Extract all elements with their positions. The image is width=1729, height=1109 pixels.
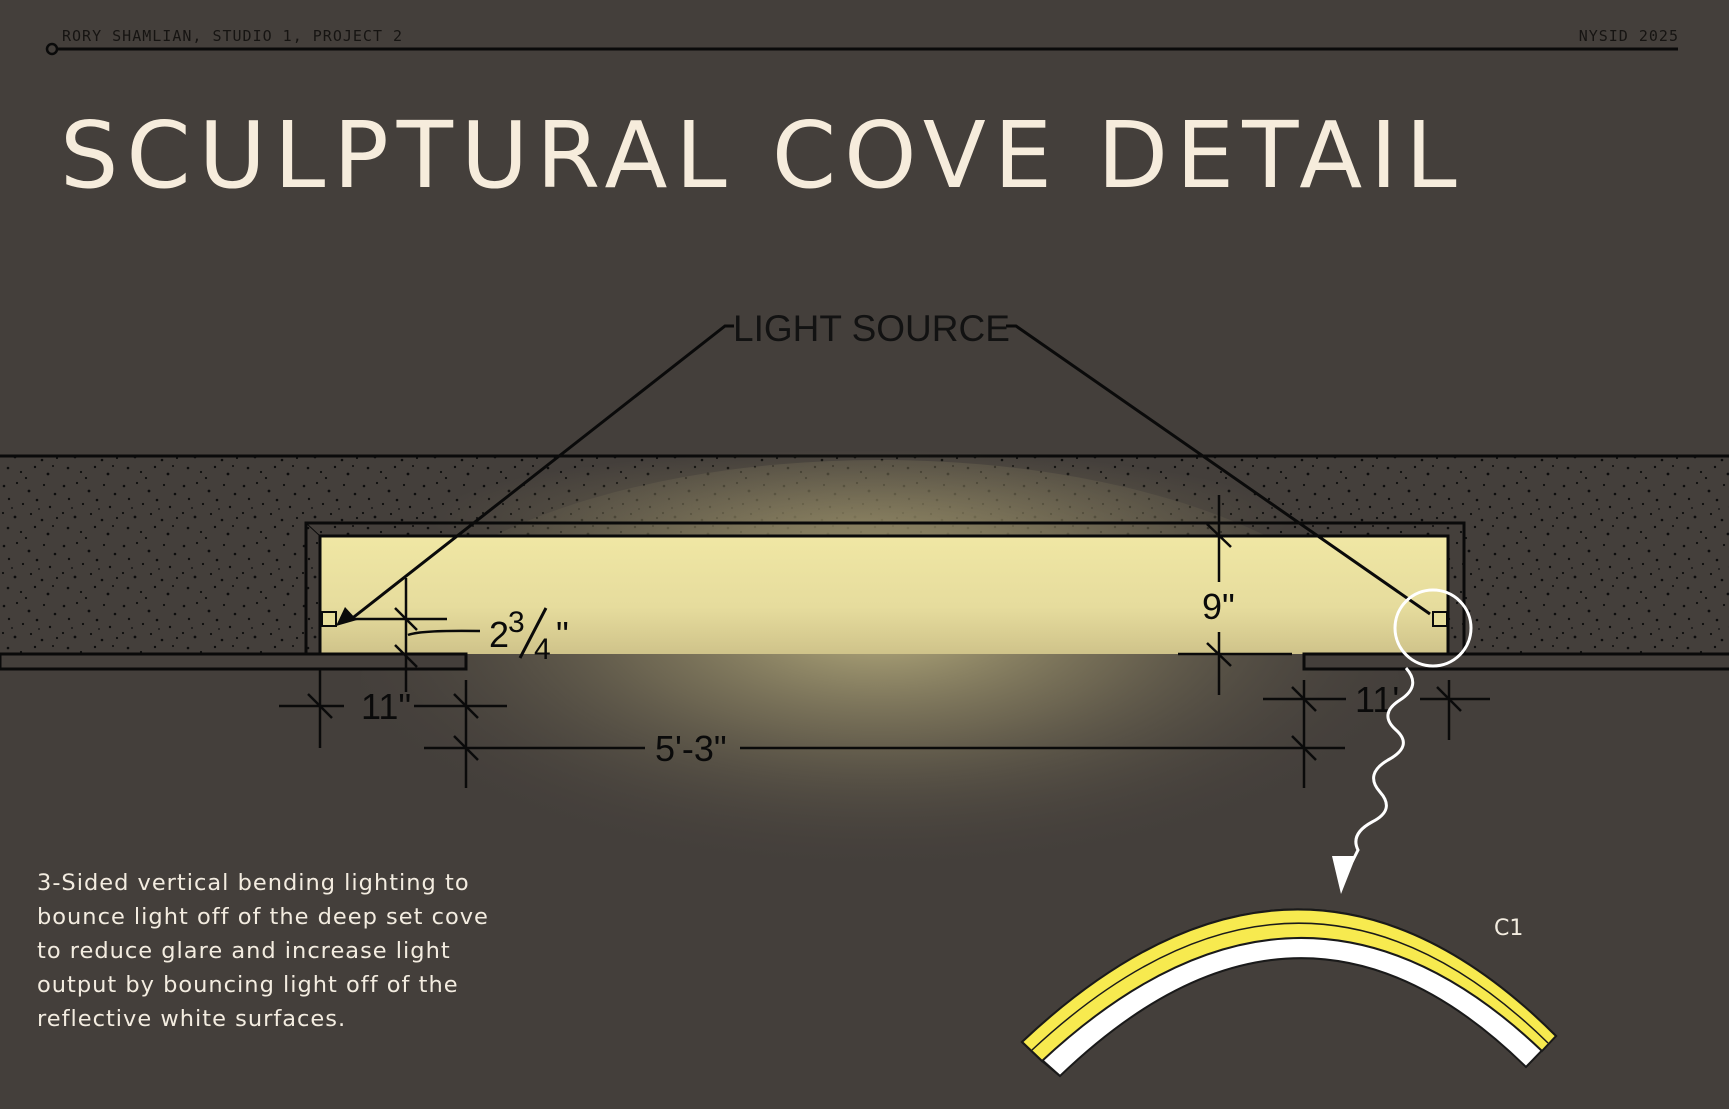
light-beam [360, 460, 1400, 920]
reveal-dim-denominator: 4 [534, 633, 551, 666]
cove-recess [320, 536, 1448, 654]
right-soffit [1302, 652, 1729, 671]
cove-depth-dim-label: 9" [1202, 586, 1235, 627]
led-strip-illustration [1020, 908, 1558, 1078]
left-lip-dimension [279, 669, 507, 788]
leader-left [349, 324, 734, 622]
leader-right [1006, 324, 1431, 616]
page-title: SCULPTURAL COVE DETAIL [60, 102, 1465, 209]
fixture-tag: C1 [1494, 916, 1523, 941]
reveal-dim-inch: " [556, 614, 569, 655]
cove-depth-dimension [1178, 495, 1292, 695]
description-text: 3-Sided vertical bending lighting to bou… [37, 870, 489, 1032]
detail-callout-circle [1393, 588, 1473, 668]
reveal-dimension [340, 578, 481, 692]
left-lip-dim-label: 11" [361, 686, 411, 727]
right-lip-dim-label: 11' [1355, 679, 1399, 720]
right-led-fixture [1432, 611, 1448, 627]
left-soffit [0, 652, 468, 671]
opening-dim-label: 5'-3" [655, 728, 727, 769]
right-lip-dimension [1263, 680, 1490, 788]
reveal-dim-whole: 2 [489, 614, 509, 655]
reveal-dim-numerator: 3 [508, 606, 525, 639]
school-year: NYSID 2025 [1578, 27, 1679, 45]
header-rule-endpoint [45, 42, 59, 56]
opening-dimension [424, 735, 1345, 761]
detail-squiggle-arrow [1350, 667, 1415, 863]
light-source-label: LIGHT SOURCE [733, 308, 1010, 349]
left-led-fixture [321, 611, 337, 627]
author-credit: RORY SHAMLIAN, STUDIO 1, PROJECT 2 [62, 27, 404, 45]
